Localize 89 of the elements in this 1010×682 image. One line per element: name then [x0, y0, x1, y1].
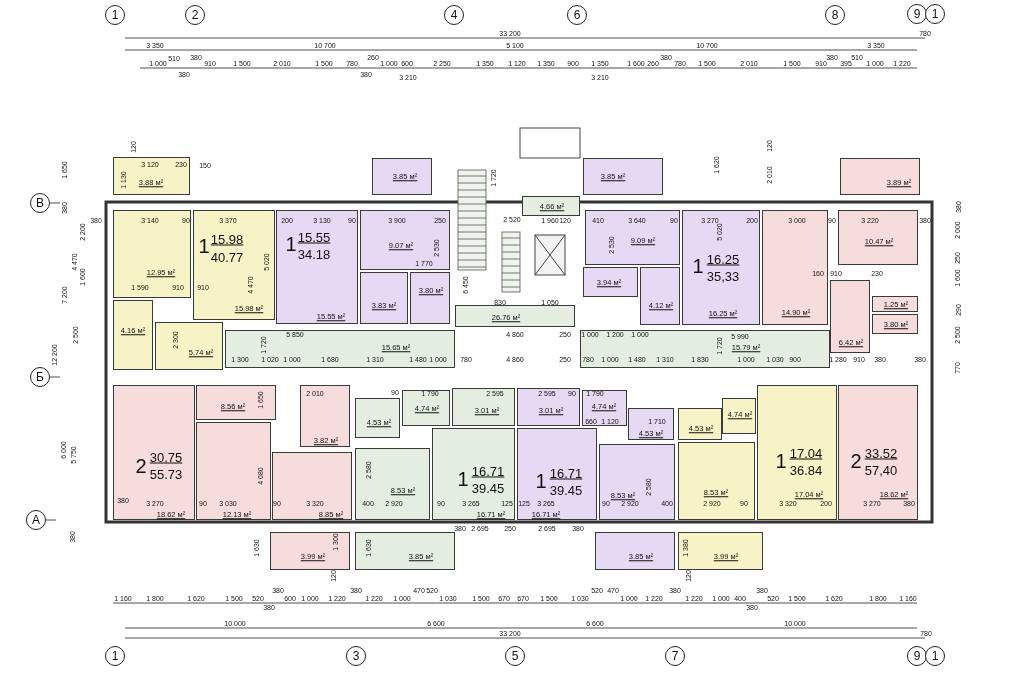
room-floor — [838, 385, 918, 520]
axis-marker: В — [30, 193, 50, 213]
axis-marker: 1 — [925, 4, 945, 24]
room-floor — [432, 428, 515, 520]
room-floor — [276, 210, 358, 324]
axis-marker: 1 — [105, 646, 125, 666]
axis-marker: 1 — [925, 646, 945, 666]
total-area-value: 39.45 — [549, 483, 583, 497]
room-floor — [830, 280, 870, 353]
axis-marker: 5 — [505, 646, 525, 666]
living-area-value: 30.75 — [149, 450, 183, 464]
room-floor — [583, 158, 663, 195]
axis-marker: 4 — [444, 5, 464, 25]
axis-marker: 3 — [346, 646, 366, 666]
room-floor — [838, 210, 918, 265]
room-floor — [113, 385, 195, 520]
room-floor — [300, 385, 350, 447]
room-floor — [372, 158, 432, 195]
total-area-value: 39.45 — [471, 481, 505, 495]
room-floor — [678, 442, 755, 520]
room-floor — [410, 272, 450, 324]
total-area-value: 40.77 — [210, 250, 244, 264]
total-area-value: 35,33 — [706, 269, 740, 283]
room-floor — [360, 210, 450, 270]
total-area-value: 57,40 — [864, 463, 898, 477]
room-floor — [270, 532, 350, 570]
total-area-value: 36.84 — [789, 463, 823, 477]
room-floor — [583, 267, 638, 297]
room-floor — [113, 300, 153, 370]
living-area-value: 15.98 — [210, 232, 244, 246]
room-floor — [580, 330, 830, 368]
room-floor — [872, 314, 918, 334]
room-floor — [360, 272, 408, 324]
room-floor — [582, 390, 627, 426]
axis-marker: 9 — [907, 646, 927, 666]
living-area-value: 15.55 — [297, 230, 331, 244]
living-area-value: 33.52 — [864, 446, 898, 460]
room-floor — [113, 210, 191, 298]
room-floor — [757, 385, 837, 520]
axis-marker: А — [26, 510, 46, 530]
axis-marker: 2 — [185, 5, 205, 25]
room-floor — [455, 305, 575, 327]
living-area-value: 16.25 — [706, 252, 740, 266]
room-floor — [682, 210, 760, 325]
axis-marker: Б — [30, 367, 50, 387]
room-floor — [517, 388, 580, 426]
room-floor — [585, 210, 680, 265]
room-floor — [640, 267, 680, 325]
room-floor — [193, 210, 275, 320]
axis-marker: 1 — [105, 5, 125, 25]
room-count-label: 2 — [850, 451, 862, 471]
room-floor — [196, 422, 271, 520]
room-floor — [113, 157, 190, 195]
living-area-value: 16.71 — [471, 464, 505, 478]
room-floor — [599, 444, 675, 520]
room-floor — [678, 532, 763, 570]
axis-marker: 7 — [665, 646, 685, 666]
living-area-value: 17.04 — [789, 446, 823, 460]
axis-marker: 6 — [567, 5, 587, 25]
room-count-label: 1 — [775, 451, 787, 471]
room-floor — [872, 296, 918, 312]
room-floor — [722, 398, 756, 434]
living-area-value: 16.71 — [549, 466, 583, 480]
room-floor — [628, 408, 674, 440]
room-count-label: 1 — [457, 469, 469, 489]
room-floor — [402, 390, 450, 426]
room-count-label: 1 — [285, 234, 297, 254]
room-floor — [452, 388, 515, 426]
room-floor — [678, 408, 722, 440]
axis-marker: 9 — [907, 4, 927, 24]
room-floor — [762, 210, 828, 325]
room-floor — [355, 448, 430, 520]
room-floor — [522, 196, 580, 216]
axis-marker: 8 — [825, 5, 845, 25]
room-floor — [840, 158, 920, 195]
room-floor — [272, 452, 352, 520]
room-count-label: 1 — [198, 236, 210, 256]
room-floor — [517, 428, 597, 520]
total-area-value: 34.18 — [297, 247, 331, 261]
total-area-value: 55.73 — [149, 467, 183, 481]
room-floor — [355, 398, 400, 438]
room-floor — [595, 532, 675, 570]
room-count-label: 2 — [135, 456, 147, 476]
room-floor — [225, 330, 455, 368]
room-floor — [155, 322, 223, 370]
room-count-label: 1 — [692, 256, 704, 276]
room-count-label: 1 — [535, 471, 547, 491]
room-floor — [196, 385, 276, 420]
room-floor — [355, 532, 455, 570]
